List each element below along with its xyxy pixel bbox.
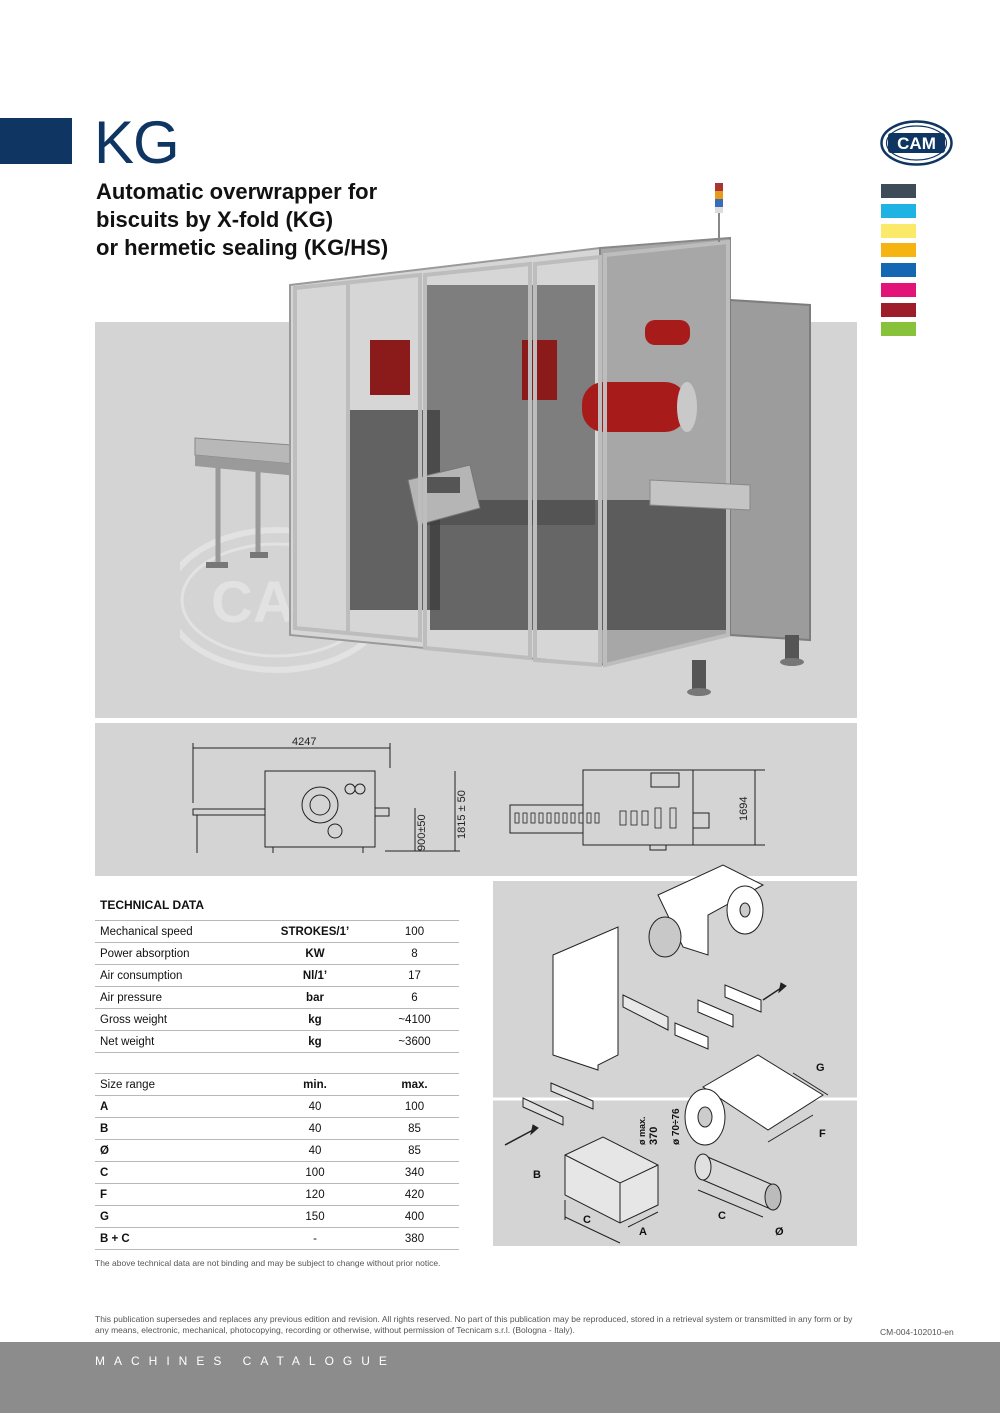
- color-swatch: [881, 322, 916, 336]
- page-title: KG: [94, 109, 180, 176]
- color-swatch: [881, 204, 916, 218]
- label-roll-core: ø 70÷76: [671, 1108, 682, 1145]
- table-row: Power absorption KW 8: [95, 942, 459, 965]
- color-swatch: [881, 184, 916, 198]
- footer-title: MACHINES CATALOGUE: [95, 1354, 396, 1368]
- wrapping-diagram: G F B C A C Ø ø max. 370 ø 70÷76: [493, 864, 857, 1244]
- table-header-row: Size range min. max.: [95, 1073, 459, 1096]
- label-a: A: [639, 1226, 647, 1238]
- label-c-tube: C: [718, 1210, 726, 1222]
- table-row: Gross weight kg ~4100: [95, 1008, 459, 1031]
- color-swatch: [881, 283, 916, 297]
- label-roll-max: ø max.: [637, 1116, 647, 1145]
- dimension-width: 1694: [738, 797, 750, 821]
- table-row: Mechanical speed STROKES/1’ 100: [95, 920, 459, 943]
- size-range-table: Size range min. max. A 40 100 B 40 85 Ø …: [95, 1073, 459, 1250]
- label-roll-max-value: 370: [648, 1127, 660, 1145]
- footer-band: [0, 1342, 1000, 1413]
- table-row: C 100 340: [95, 1161, 459, 1184]
- color-swatch: [881, 224, 916, 238]
- accent-bar: [0, 118, 72, 164]
- disclaimer-text: The above technical data are not binding…: [95, 1258, 441, 1268]
- color-swatch: [881, 263, 916, 277]
- color-swatch: [881, 303, 916, 317]
- label-diameter: Ø: [775, 1226, 784, 1238]
- table-row: Air pressure bar 6: [95, 986, 459, 1009]
- table-row: Ø 40 85: [95, 1139, 459, 1162]
- table-row: F 120 420: [95, 1183, 459, 1206]
- dimension-total-height: 1815 ± 50: [456, 790, 468, 839]
- label-g: G: [816, 1062, 825, 1074]
- table-row: G 150 400: [95, 1205, 459, 1228]
- table-row: B 40 85: [95, 1117, 459, 1140]
- machine-photo: CAM: [180, 183, 811, 696]
- technical-data-title: TECHNICAL DATA: [100, 898, 204, 912]
- table-row: Air consumption Nl/1’ 17: [95, 964, 459, 987]
- cam-logo: CAM: [880, 120, 953, 166]
- technical-data-table: Mechanical speed STROKES/1’ 100 Power ab…: [95, 920, 459, 1053]
- dimension-table-height: 900±50: [416, 814, 428, 851]
- subtitle-line: Automatic overwrapper for: [96, 179, 378, 204]
- dimension-length: 4247: [292, 736, 316, 748]
- table-row: Net weight kg ~3600: [95, 1030, 459, 1053]
- color-swatch: [881, 243, 916, 257]
- technical-drawing: 4247 900±50 1815 ± 50 1694: [192, 736, 765, 853]
- subtitle-line: biscuits by X-fold (KG): [96, 207, 334, 232]
- svg-text:CAM: CAM: [897, 134, 936, 153]
- subtitle-line: or hermetic sealing (KG/HS): [96, 235, 389, 260]
- label-f: F: [819, 1128, 826, 1140]
- label-c: C: [583, 1214, 591, 1226]
- page-subtitle: Automatic overwrapper for biscuits by X-…: [96, 178, 456, 262]
- table-row: A 40 100: [95, 1095, 459, 1118]
- document-code: CM-004-102010-en: [880, 1327, 954, 1337]
- table-row: B + C - 380: [95, 1227, 459, 1250]
- legal-notice: This publication supersedes and replaces…: [95, 1314, 853, 1335]
- label-b: B: [533, 1169, 541, 1181]
